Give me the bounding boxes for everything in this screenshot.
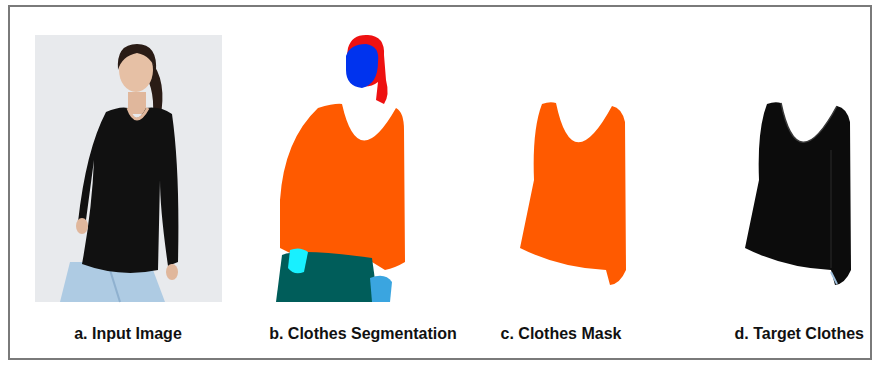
panel-caption: d. Target Clothes	[735, 325, 865, 343]
segmentation-map	[276, 35, 405, 302]
target-clothes	[745, 102, 851, 285]
panel-caption: a. Input Image	[74, 325, 182, 343]
input-photo	[35, 35, 222, 302]
clothes-mask	[520, 102, 626, 285]
panel-caption: c. Clothes Mask	[501, 325, 622, 343]
panel-caption: b. Clothes Segmentation	[269, 325, 457, 343]
